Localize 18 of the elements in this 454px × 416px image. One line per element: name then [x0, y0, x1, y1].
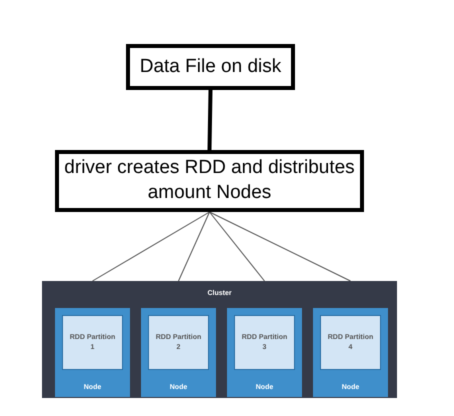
connector-line — [92, 212, 210, 282]
node-label: driver creates RDD and distributes amount Nodes — [63, 156, 356, 205]
partition-box — [234, 315, 295, 370]
partition-box — [320, 315, 381, 370]
partition-box — [62, 315, 123, 370]
connector-line — [209, 212, 351, 282]
node-box — [141, 308, 216, 397]
process-box — [126, 44, 295, 90]
partition-box — [148, 315, 209, 370]
connector-line — [209, 212, 265, 282]
node-box — [313, 308, 388, 397]
connector-line — [178, 212, 210, 282]
connector-line — [208, 90, 212, 150]
process-box — [55, 150, 364, 212]
cluster-panel — [42, 281, 397, 398]
node-box — [227, 308, 302, 397]
node-box — [55, 308, 130, 397]
node-label: Data File on disk — [140, 54, 282, 79]
